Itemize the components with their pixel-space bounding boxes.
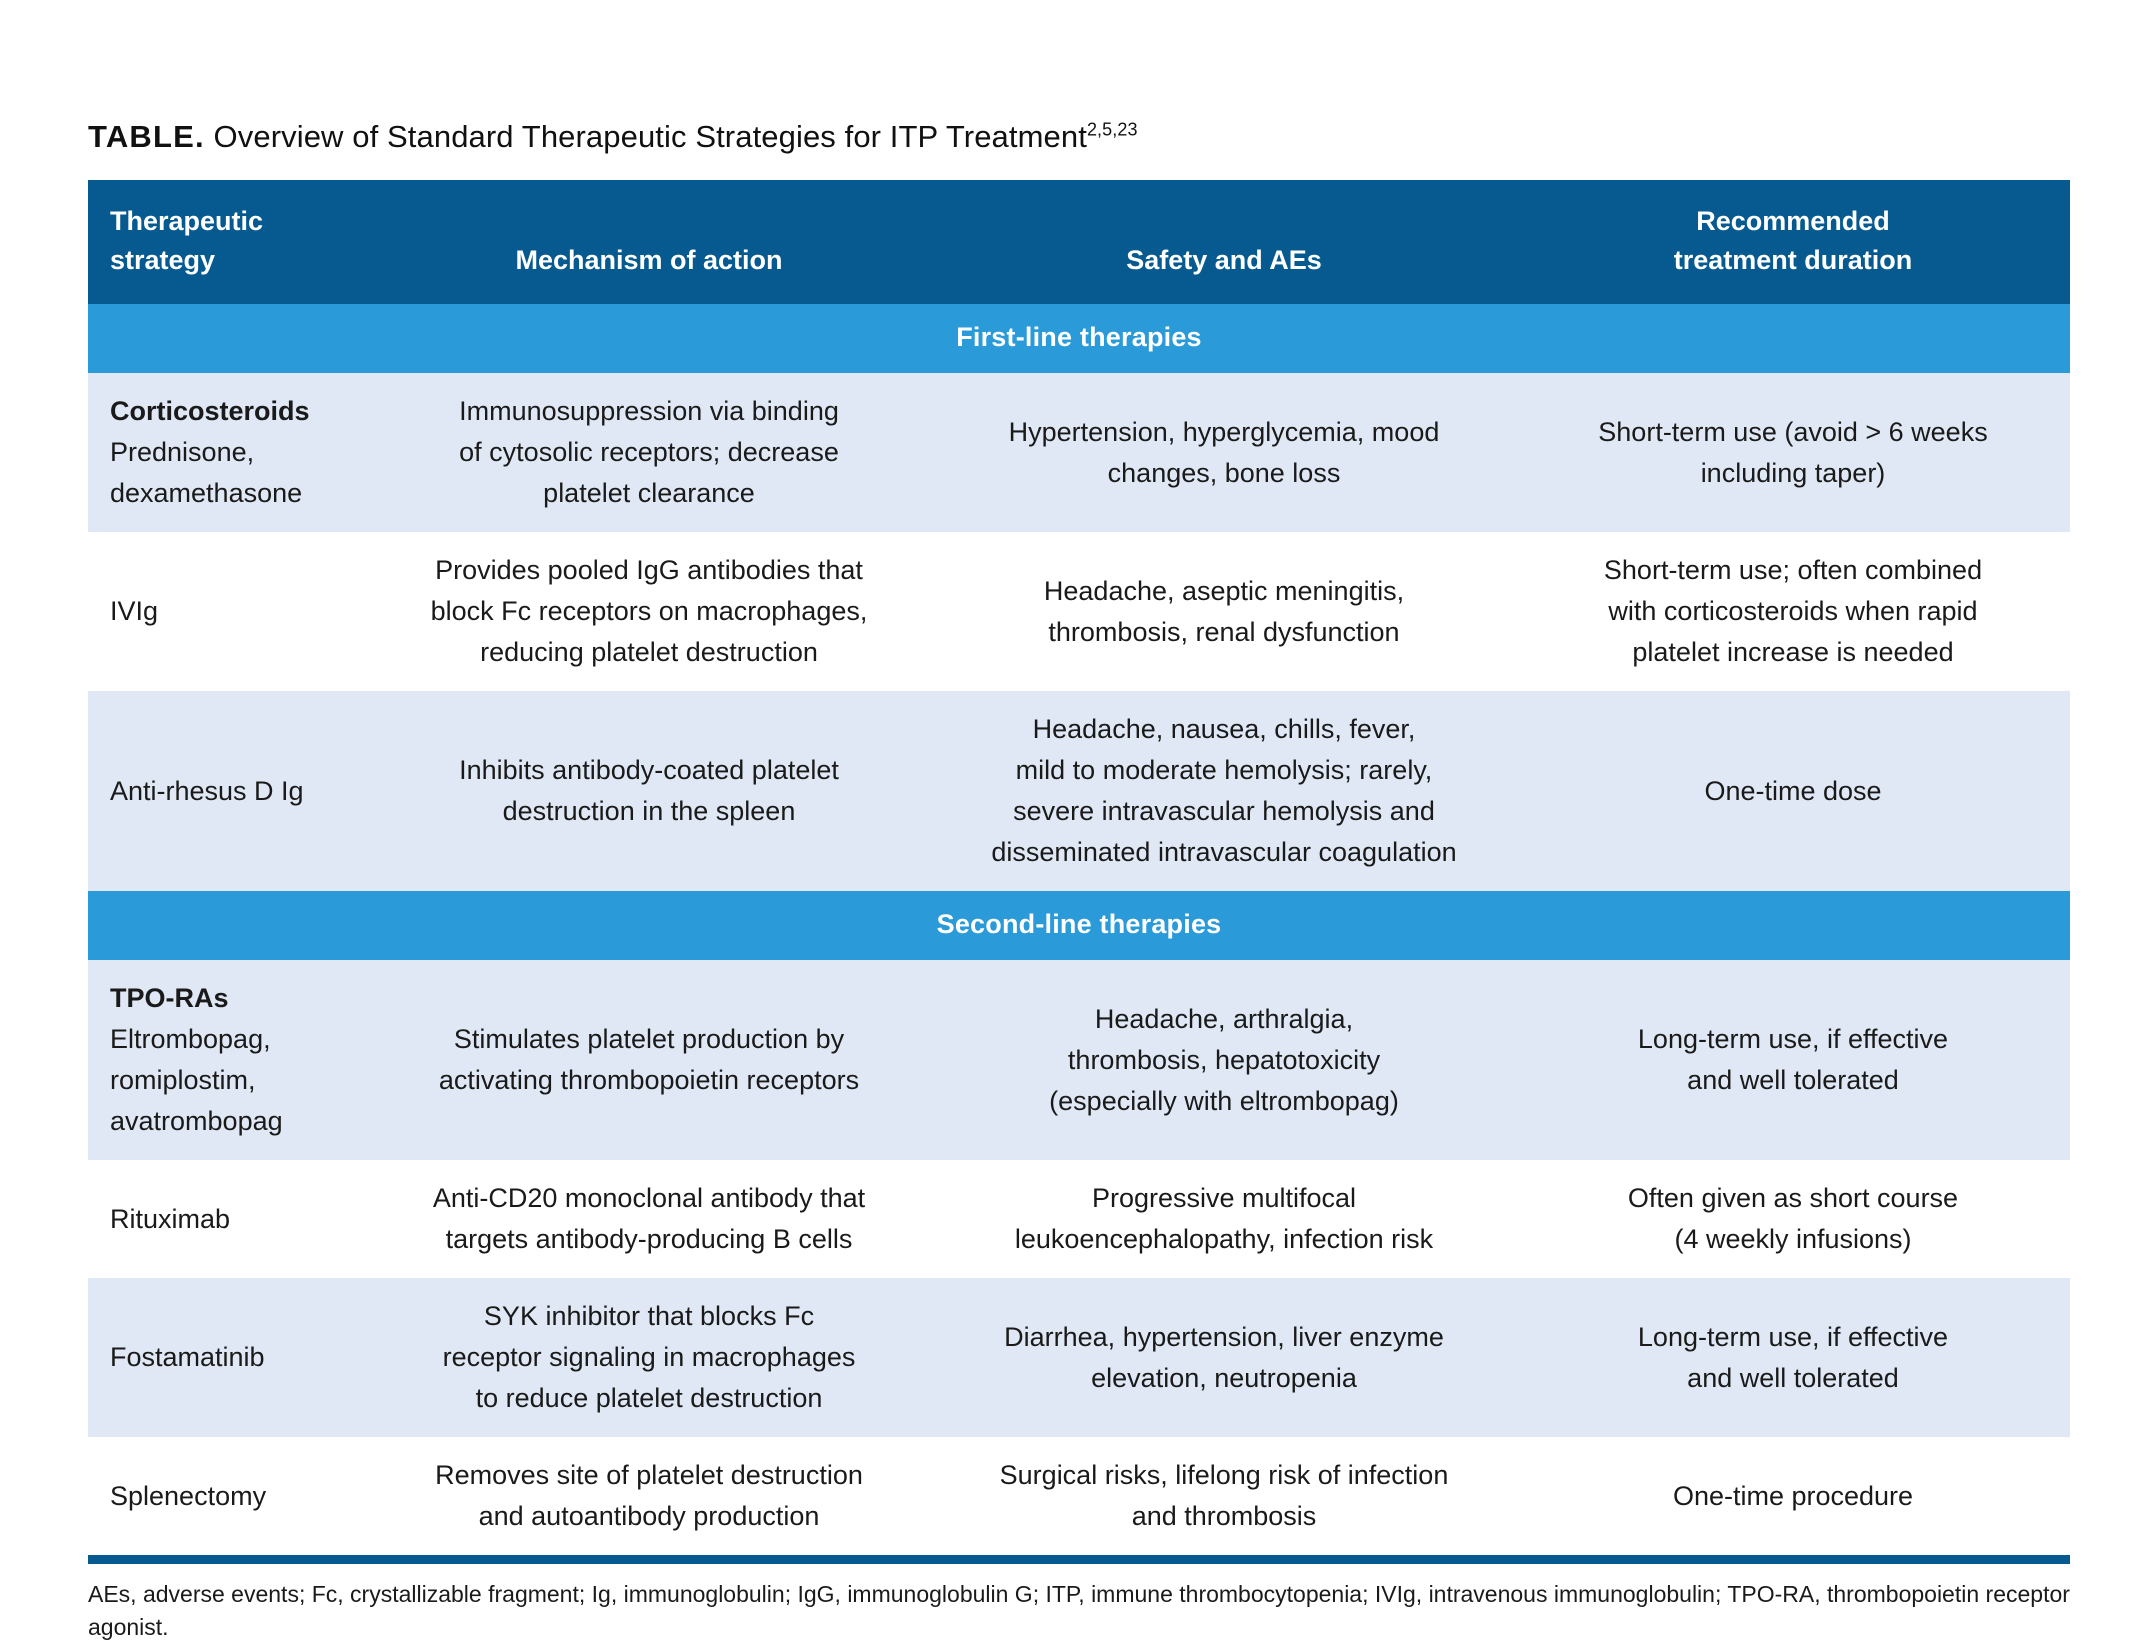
title-kicker: TABLE. <box>88 119 205 154</box>
table-header: Therapeutic strategy Mechanism of action… <box>88 180 2070 304</box>
strategy-examples: Eltrombopag,romiplostim,avatrombopag <box>110 1024 283 1136</box>
therapies-table: Therapeutic strategy Mechanism of action… <box>88 180 2070 1555</box>
column-header-strategy-line1: Therapeutic <box>110 206 264 236</box>
section-label: First-line therapies <box>88 304 2070 373</box>
table-row: TPO-RAs Eltrombopag,romiplostim,avatromb… <box>88 960 2070 1160</box>
strategy-examples: Rituximab <box>110 1203 231 1234</box>
column-header-duration-line2: treatment duration <box>1673 245 1913 275</box>
column-header-strategy: Therapeutic strategy <box>88 180 366 304</box>
cell-strategy: Splenectomy <box>88 1437 366 1555</box>
column-header-safety: Safety and AEs <box>932 180 1516 304</box>
column-header-strategy-line2: strategy <box>110 245 216 275</box>
title-text: Overview of Standard Therapeutic Strateg… <box>204 119 1087 154</box>
strategy-examples: Anti-rhesus D Ig <box>110 775 304 806</box>
strategy-name: Corticosteroids <box>110 396 310 426</box>
strategy-examples: Prednisone,dexamethasone <box>110 437 303 508</box>
column-header-duration-line1: Recommended <box>1696 206 1890 236</box>
section-header-second-line: Second-line therapies <box>88 891 2070 960</box>
page-title: TABLE. Overview of Standard Therapeutic … <box>88 118 2070 156</box>
strategy-examples: Splenectomy <box>110 1480 267 1511</box>
cell-safety: Headache, aseptic meningitis,thrombosis,… <box>932 532 1516 691</box>
section-label: Second-line therapies <box>88 891 2070 960</box>
cell-safety: Surgical risks, lifelong risk of infecti… <box>932 1437 1516 1555</box>
cell-strategy: Fostamatinib <box>88 1278 366 1437</box>
table-row: Corticosteroids Prednisone,dexamethasone… <box>88 373 2070 532</box>
table-row: Fostamatinib SYK inhibitor that blocks F… <box>88 1278 2070 1437</box>
column-header-duration: Recommended treatment duration <box>1516 180 2070 304</box>
cell-strategy: TPO-RAs Eltrombopag,romiplostim,avatromb… <box>88 960 366 1160</box>
column-header-mechanism-label: Mechanism of action <box>515 245 783 275</box>
section-header-first-line: First-line therapies <box>88 304 2070 373</box>
table-footnote: AEs, adverse events; Fc, crystallizable … <box>88 1581 2070 1640</box>
table-row: Anti-rhesus D Ig Inhibits antibody-coate… <box>88 691 2070 891</box>
title-references: 2,5,23 <box>1086 119 1138 140</box>
column-header-mechanism: Mechanism of action <box>366 180 932 304</box>
table-row: IVIg Provides pooled IgG antibodies that… <box>88 532 2070 691</box>
cell-strategy: Anti-rhesus D Ig <box>88 691 366 891</box>
strategy-examples: Fostamatinib <box>110 1342 265 1372</box>
column-header-safety-label: Safety and AEs <box>1126 245 1322 275</box>
cell-duration: One-time dose <box>1516 691 2070 891</box>
table-body: First-line therapies Corticosteroids Pre… <box>88 304 2070 1555</box>
cell-duration: Often given as short course(4 weekly inf… <box>1516 1160 2070 1278</box>
cell-strategy: Corticosteroids Prednisone,dexamethasone <box>88 373 366 532</box>
cell-strategy: IVIg <box>88 532 366 691</box>
cell-safety: Headache, nausea, chills, fever,mild to … <box>932 691 1516 891</box>
table-bottom-rule <box>88 1555 2070 1564</box>
table-row: Splenectomy Removes site of platelet des… <box>88 1437 2070 1555</box>
table-page: TABLE. Overview of Standard Therapeutic … <box>88 118 2070 1640</box>
table-row: Rituximab Anti-CD20 monoclonal antibody … <box>88 1160 2070 1278</box>
strategy-examples: IVIg <box>110 596 159 626</box>
cell-strategy: Rituximab <box>88 1160 366 1278</box>
table-header-row: Therapeutic strategy Mechanism of action… <box>88 180 2070 304</box>
strategy-name: TPO-RAs <box>110 983 229 1013</box>
cell-duration: One-time procedure <box>1516 1437 2070 1555</box>
cell-safety: Headache, arthralgia,thrombosis, hepatot… <box>932 960 1516 1160</box>
